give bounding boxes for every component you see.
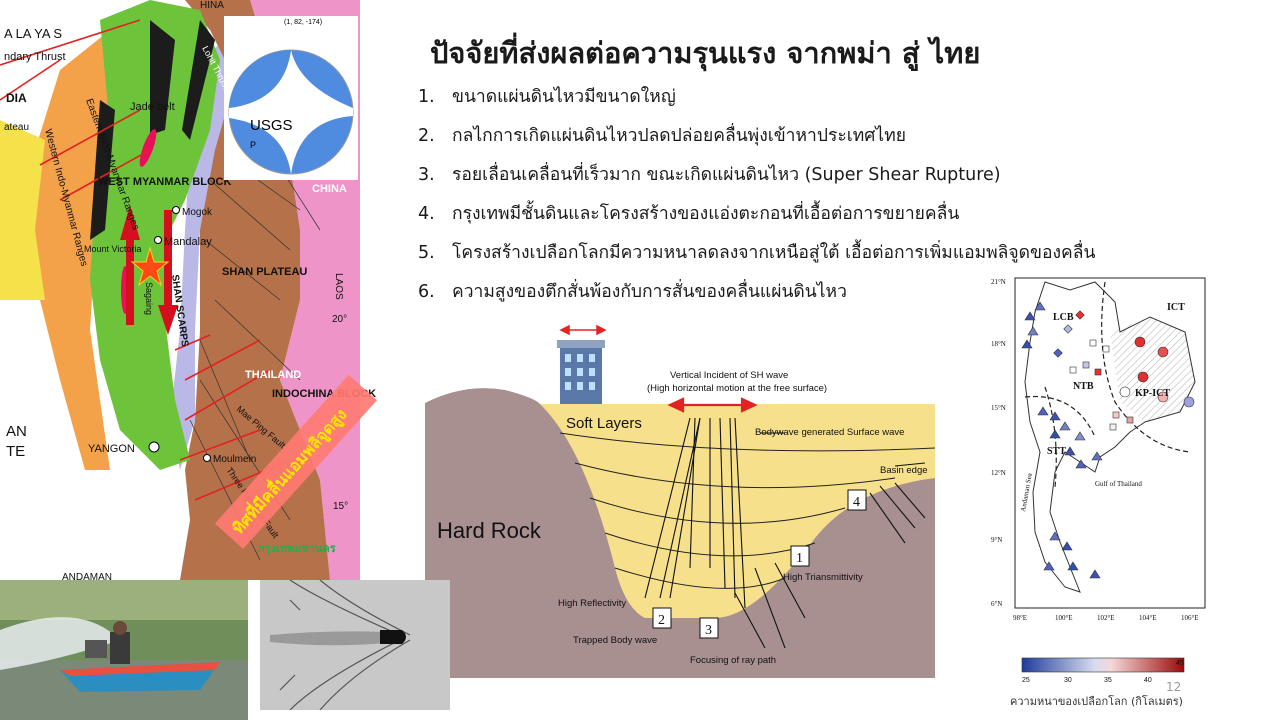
map-label-lat-20: 20° xyxy=(332,314,347,325)
region-ntb: NTB xyxy=(1073,381,1094,392)
list-item: 4.กรุงเทพมีชั้นดินและโครงสร้างของแอ่งตะก… xyxy=(418,204,960,224)
colorbar-tick-40: 40 xyxy=(1144,677,1152,684)
list-item: 1.ขนาดแผ่นดินไหวมีขนาดใหญ่ xyxy=(418,87,676,107)
basin-diagram: Vertical Incident of SH wave (High horiz… xyxy=(425,324,936,678)
colorbar-tick-30: 30 xyxy=(1064,677,1072,684)
lat-9: 9°N xyxy=(991,536,1002,544)
high-transmittivity-label: High Triansmittivity xyxy=(783,572,863,583)
region-stt: STT xyxy=(1047,446,1066,457)
lon-98: 98°E xyxy=(1013,614,1027,622)
lon-104: 104°E xyxy=(1139,614,1157,622)
box-1: 1 xyxy=(796,551,803,566)
beachball-p: P xyxy=(250,140,256,150)
map-label-laos: LAOS xyxy=(333,273,344,300)
thailand-crust-map: ICT LCB NTB KP-ICT STT Gulf of Thailand … xyxy=(991,277,1206,622)
list-item: 3.รอยเลื่อนเคลื่อนที่เร็วมาก ขณะเกิดแผ่น… xyxy=(418,165,1001,185)
focusing-label: Focusing of ray path xyxy=(690,655,776,666)
vertical-incident-line1: Vertical Incident of SH wave xyxy=(670,370,788,381)
beachball-diagram: (1, 82, -174) USGS P xyxy=(224,16,358,180)
box-2: 2 xyxy=(658,613,665,628)
map-label-jade-belt: Jade belt xyxy=(130,101,175,113)
building-icon xyxy=(557,340,605,404)
bodywave-surface-label: Bodywave generated Surface wave xyxy=(755,427,904,438)
lat-12: 12°N xyxy=(991,469,1006,477)
vertical-incident-line2: (High horizontal motion at the free surf… xyxy=(647,383,827,394)
basin-edge-label: Basin edge xyxy=(880,465,928,476)
beachball-coords: (1, 82, -174) xyxy=(284,19,322,26)
crust-colorbar: 25 30 35 40 45 xyxy=(1021,657,1185,684)
region-lcb: LCB xyxy=(1053,312,1074,323)
map-label-west-myanmar-block: WEST MYANMAR BLOCK xyxy=(98,176,231,188)
map-label-thailand: THAILAND xyxy=(245,369,301,381)
map-label-lat-15: 15° xyxy=(333,501,348,512)
map-label-shan-plateau: SHAN PLATEAU xyxy=(222,266,307,278)
box-3: 3 xyxy=(705,623,712,638)
map-label-te: TE xyxy=(6,443,25,460)
slide-title: ปัจจัยที่ส่งผลต่อความรุนแรง จากพม่า สู่ … xyxy=(430,36,981,70)
list-item: 2.กลไกการเกิดแผ่นดินไหวปลดปล่อยคลื่นพุ่ง… xyxy=(418,126,906,146)
slide-number: 12 xyxy=(1166,680,1182,694)
lat-21: 21°N xyxy=(991,278,1006,286)
factor-list: 1.ขนาดแผ่นดินไหวมีขนาดใหญ่ 2.กลไกการเกิด… xyxy=(418,82,1095,316)
map-label-plateau: ateau xyxy=(4,122,29,133)
colorbar-tick-35: 35 xyxy=(1104,677,1112,684)
mogok-dot xyxy=(172,206,180,214)
map-label-sagaing: Sagaing xyxy=(144,282,154,315)
lon-106: 106°E xyxy=(1181,614,1199,622)
high-reflectivity-label: High Reflectivity xyxy=(558,598,626,609)
moulmein-dot xyxy=(203,454,211,462)
lat-6: 6°N xyxy=(991,600,1002,608)
gulf-of-thailand: Gulf of Thailand xyxy=(1095,480,1142,488)
map-label-mandalay: Mandalay xyxy=(164,236,212,248)
map-label-mount-victoria: Mount Victoria xyxy=(84,244,141,254)
mandalay-dot xyxy=(154,236,162,244)
shock-wave-photo xyxy=(260,580,450,710)
map-label-andaman: ANDAMAN xyxy=(62,572,112,580)
yangon-dot xyxy=(148,441,160,453)
map-label-yangon: YANGON xyxy=(88,443,135,455)
map-label-moulmein: Moulmein xyxy=(213,454,256,465)
map-label-china-top: HINA xyxy=(200,0,224,11)
region-kp-ict: KP-ICT xyxy=(1135,388,1170,399)
map-label-china: CHINA xyxy=(312,183,347,195)
list-item: 5.โครงสร้างเปลือกโลกมีความหนาลดลงจากเหนื… xyxy=(418,243,1096,263)
box-4: 4 xyxy=(853,495,860,510)
region-ict: ICT xyxy=(1167,302,1185,313)
map-label-mogok: Mogok xyxy=(182,207,213,218)
map-label-an: AN xyxy=(6,423,27,440)
soft-layers-label: Soft Layers xyxy=(566,415,642,432)
lon-100: 100°E xyxy=(1055,614,1073,622)
speedboat-photo xyxy=(0,580,248,720)
map-label-india: DIA xyxy=(6,91,27,105)
map-label-himalayas: A LA YA S xyxy=(4,26,62,41)
map-label-boundary-thrust: ndary Thrust xyxy=(4,51,66,63)
list-item: 6.ความสูงของตึกสั่นพ้องกับการสั่นของคลื่… xyxy=(418,282,847,302)
colorbar-tick-45: 45 xyxy=(1176,660,1184,667)
lat-15: 15°N xyxy=(991,404,1006,412)
hard-rock-label: Hard Rock xyxy=(437,518,542,543)
trapped-body-wave-label: Trapped Body wave xyxy=(573,635,657,646)
lon-102: 102°E xyxy=(1097,614,1115,622)
beachball-usgs: USGS xyxy=(250,117,293,134)
crust-thickness-caption: ความหนาของเปลือกโลก (กิโลเมตร) xyxy=(1010,695,1183,708)
map-label-bangkok: กรุงเทพมหานคร xyxy=(258,543,336,556)
lat-18: 18°N xyxy=(991,340,1006,348)
colorbar-tick-25: 25 xyxy=(1022,677,1030,684)
